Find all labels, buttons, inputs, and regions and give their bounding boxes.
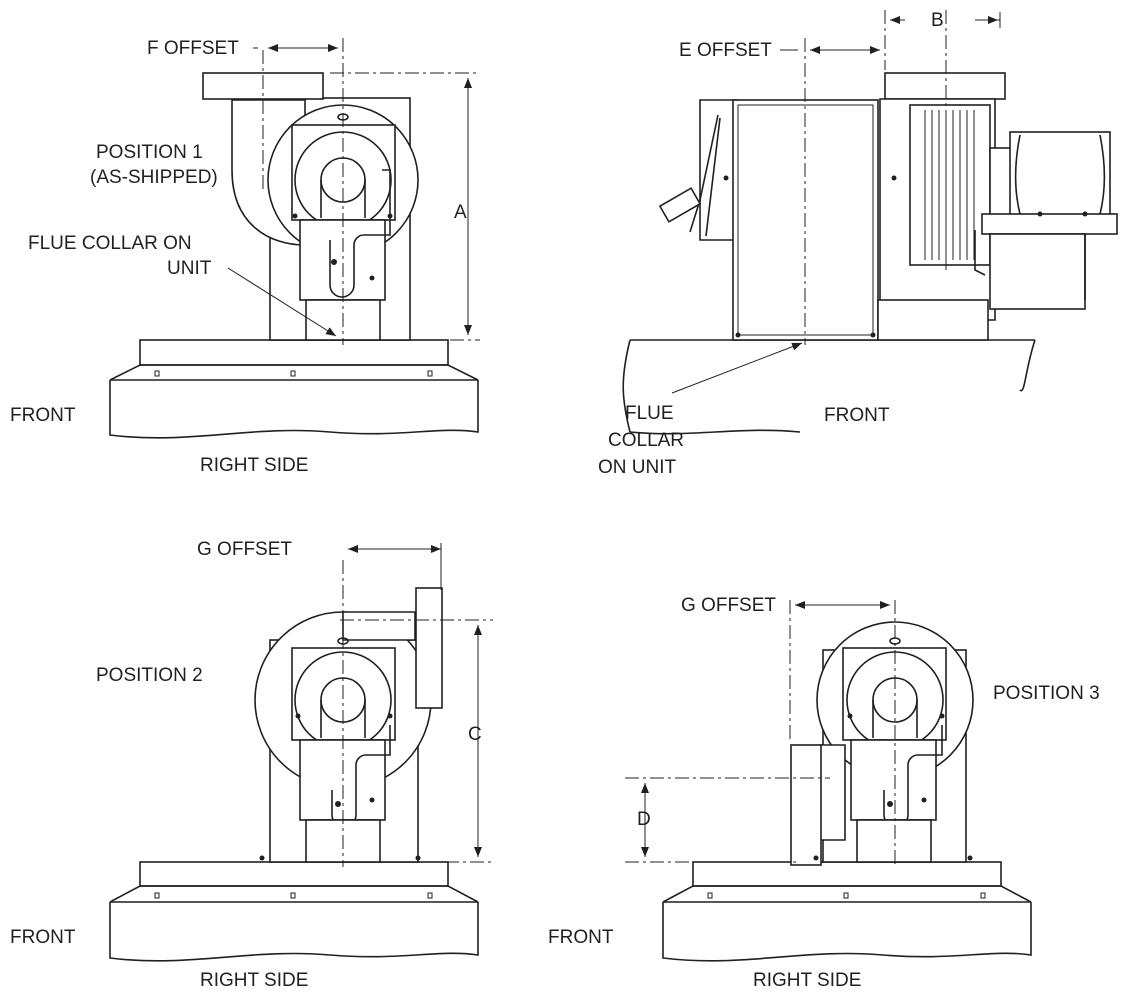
unit-base — [109, 339, 479, 439]
vent-assembly — [254, 587, 443, 863]
view-front: E OFFSET B FLUE COLLAR ON UNIT FRONT — [598, 10, 1118, 478]
position-3-label: POSITION 3 — [993, 683, 1100, 704]
unit-base — [662, 861, 1032, 962]
dimension-d-label: D — [637, 809, 651, 830]
right-side-label: RIGHT SIDE — [200, 970, 308, 991]
position-2-label: POSITION 2 — [96, 665, 203, 686]
flue-collar-label-line-2: UNIT — [167, 258, 212, 279]
g-offset-label: G OFFSET — [197, 539, 292, 560]
view-position-2: G OFFSET POSITION 2 C FRONT RIGHT SIDE — [10, 539, 493, 991]
f-offset-label: F OFFSET — [147, 38, 239, 59]
flue-label-line-2: COLLAR — [608, 430, 684, 451]
dimension-c-label: C — [468, 724, 482, 745]
unit-base — [109, 861, 479, 962]
e-offset-label: E OFFSET — [679, 40, 772, 61]
vent-assembly — [202, 72, 419, 341]
front-label: FRONT — [824, 405, 890, 426]
vent-assembly — [790, 621, 974, 866]
g-offset-label: G OFFSET — [681, 595, 776, 616]
flue-collar-label-line-1: FLUE COLLAR ON — [28, 233, 192, 254]
right-side-label: RIGHT SIDE — [753, 970, 861, 991]
front-label: FRONT — [10, 405, 76, 426]
dimension-a-label: A — [454, 202, 467, 223]
vent-assembly — [658, 72, 1118, 341]
front-label: FRONT — [10, 927, 76, 948]
flue-label-line-3: ON UNIT — [598, 457, 677, 478]
flue-label-line-1: FLUE — [625, 403, 674, 424]
view-position-3: G OFFSET POSITION 3 D FRONT RIGHT SIDE — [548, 595, 1100, 991]
right-side-label: RIGHT SIDE — [200, 455, 308, 476]
position-1-label: POSITION 1 — [96, 142, 203, 163]
front-label: FRONT — [548, 927, 614, 948]
dimension-b-label: B — [931, 10, 944, 31]
view-position-1: F OFFSET POSITION 1 (AS-SHIPPED) A FLUE … — [10, 38, 480, 476]
as-shipped-label: (AS-SHIPPED) — [90, 167, 218, 188]
